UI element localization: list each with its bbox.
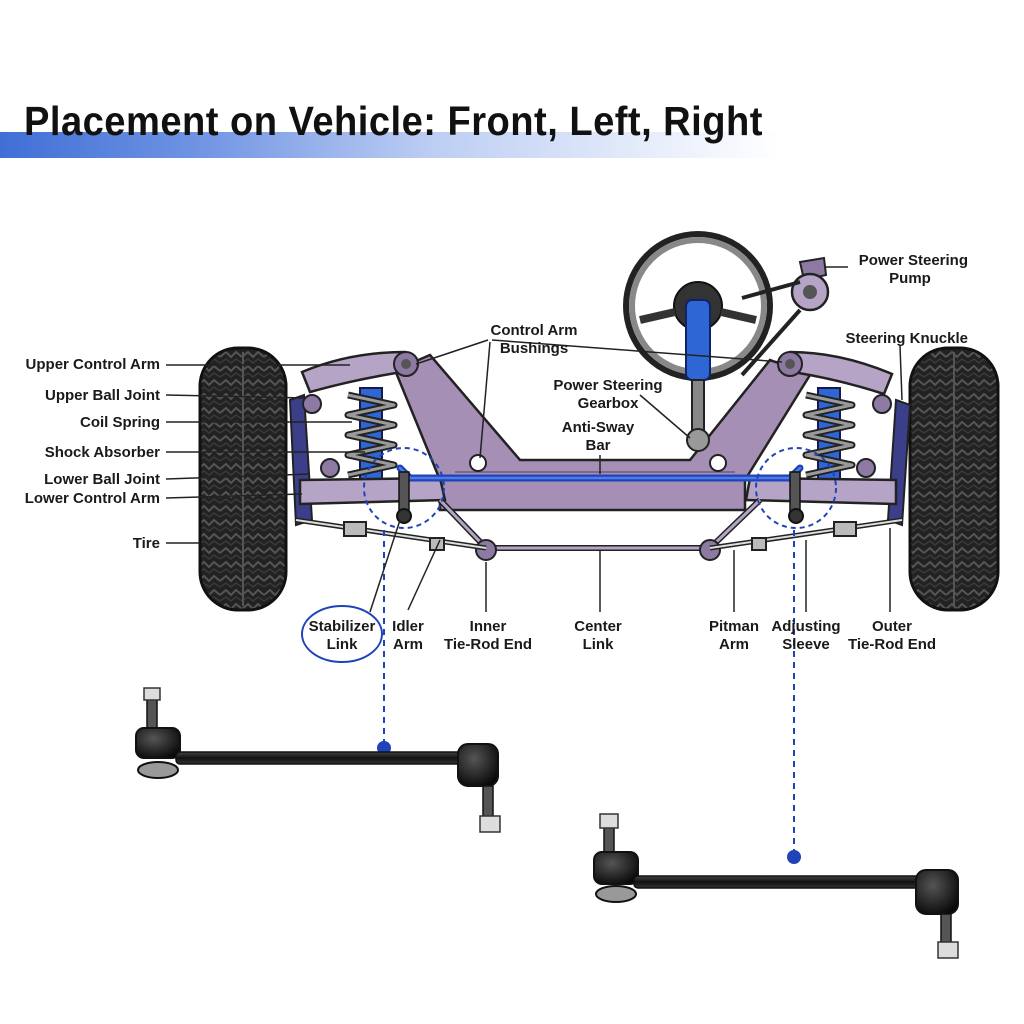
label-idler-arm-line2: Arm: [392, 636, 423, 653]
right-lower-control-arm: [744, 458, 898, 506]
page-title: Placement on Vehicle: Front, Left, Right: [24, 98, 763, 144]
label-upper-control-arm: Upper Control Arm: [25, 356, 160, 373]
label-stabilizer-link-line1: Stabilizer: [308, 618, 376, 635]
label-pitman-arm-line2: Arm: [718, 636, 749, 653]
label-power-steering-gearbox-line1: Power Steering: [553, 377, 663, 394]
stabilizer-link-product-right: [593, 813, 959, 959]
left-steering-knuckle: [288, 393, 314, 527]
label-outer-tie-rod-end-line2: Tie-Rod End: [847, 636, 937, 653]
stabilizer-link-label-oval: [301, 605, 383, 663]
label-shock-absorber: Shock Absorber: [44, 444, 160, 461]
label-idler-arm-line1: Idler: [392, 618, 424, 635]
label-adjusting-sleeve-line1: Adjusting: [771, 618, 841, 635]
center-link: [437, 497, 763, 561]
left-stabilizer-link-mounted: [396, 471, 412, 524]
label-adjusting-sleeve-line2: Sleeve: [782, 636, 830, 653]
label-pitman-arm-line1: Pitman: [708, 618, 759, 635]
left-tire: [198, 346, 288, 612]
right-tire: [908, 346, 1000, 612]
label-control-arm-bushings-line1: Control Arm: [490, 322, 578, 339]
label-center-link-line2: Link: [582, 636, 614, 653]
right-drop-dot: [787, 850, 801, 864]
label-control-arm-bushings-line2: Bushings: [499, 340, 569, 357]
right-coil-spring: [802, 387, 856, 481]
right-upper-control-arm: [777, 350, 894, 414]
label-upper-ball-joint: Upper Ball Joint: [44, 387, 160, 404]
label-inner-tie-rod-end-line2: Tie-Rod End: [443, 636, 533, 653]
label-coil-spring: Coil Spring: [80, 414, 160, 431]
right-steering-knuckle: [886, 398, 912, 527]
power-steering-pump: [740, 256, 830, 377]
left-upper-control-arm: [300, 350, 419, 414]
leader-lines: [165, 266, 903, 613]
right-stabilizer-link-mounted: [788, 471, 804, 524]
right-tie-rod: [709, 517, 903, 551]
steering-column: [685, 299, 711, 452]
label-power-steering-gearbox-line2: Gearbox: [577, 395, 639, 412]
label-anti-sway-bar-line1: Anti-Sway: [561, 419, 635, 436]
stabilizer-link-product-left: [135, 687, 501, 833]
label-lower-ball-joint: Lower Ball Joint: [44, 471, 160, 488]
label-lower-control-arm: Lower Control Arm: [24, 490, 160, 507]
label-power-steering-pump-line1: Power Steering: [858, 252, 968, 269]
label-outer-tie-rod-end-line1: Outer: [871, 618, 912, 635]
label-center-link-line1: Center: [574, 618, 622, 635]
label-anti-sway-bar-line2: Bar: [585, 437, 611, 454]
left-stabilizer-highlight-circle: [363, 447, 445, 529]
label-tire: Tire: [132, 535, 160, 552]
label-power-steering-pump-line2: Pump: [889, 270, 931, 287]
left-tie-rod: [295, 517, 487, 551]
label-stabilizer-link-line2: Link: [326, 636, 358, 653]
title-underline-band: [0, 132, 780, 158]
label-inner-tie-rod-end-line1: Inner: [469, 618, 507, 635]
label-steering-knuckle: Steering Knuckle: [845, 330, 968, 347]
right-stabilizer-highlight-circle: [755, 447, 837, 529]
